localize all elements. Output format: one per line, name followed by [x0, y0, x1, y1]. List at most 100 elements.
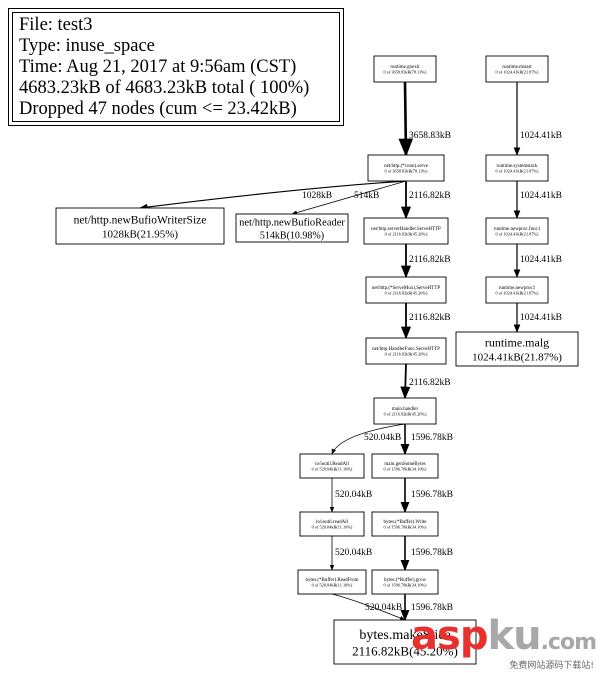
node-value-mux: 0 of 2116.82kB(45.20%) [385, 291, 428, 296]
node-value-writer: 1028kB(21.95%) [102, 229, 178, 241]
edge-label-newprocf1-newproc1: 1024.41kB [520, 255, 562, 265]
node-value-makeslice: 2116.82kB(45.20%) [352, 644, 458, 659]
node-name-shandler: net/http.serverHandler.ServeHTTP [371, 227, 441, 232]
node-box-serve [367, 154, 445, 182]
edge-label-genbytes-bwrite: 1596.78kB [411, 490, 453, 500]
node-value-newproc1: 0 of 1024.41kB(21.87%) [496, 291, 540, 296]
node-box-reader [235, 213, 349, 243]
node-name-readfrom: bytes.(*Buffer).ReadFrom [306, 578, 359, 583]
node-value-genbytes: 0 of 1596.78kB(34.10%) [384, 467, 428, 472]
node-writer: net/http.newBufioWriterSize1028kB(21.95%… [55, 207, 225, 245]
legend-dropped: Dropped 47 nodes (cum <= 23.42kB) [19, 99, 297, 119]
node-name-bwrite: bytes.(*Buffer).Write [383, 520, 427, 525]
edge-layer: 3658.83kB 1028kB 514kB 2116.82kB 2116.82kB 21… [139, 81, 562, 622]
node-name-makeslice: bytes.makeSlice [359, 628, 450, 643]
edge-label-goexit-serve: 3658.83kB [409, 131, 451, 141]
edge-hfunc-mainh [400, 363, 411, 400]
node-name-goexit: runtime.goexit [390, 65, 420, 70]
node-name-readall2: io/ioutil.readAll [316, 520, 349, 525]
node-box-mstart [485, 55, 549, 83]
node-name-newprocf1: runtime.newproc.func1 [494, 227, 541, 232]
node-box-mainh [373, 397, 437, 425]
watermark-brand-red: asp [411, 613, 488, 659]
node-value-serve: 0 of 3658.83kB(78.13%) [385, 169, 429, 174]
node-value-mainh: 0 of 2116.82kB(45.20%) [384, 412, 427, 417]
legend-file: File: test3 [19, 15, 93, 35]
edge-label-hfunc-mainh: 2116.82kB [409, 378, 451, 388]
edge-label-mstart-systemstack: 1024.41kB [520, 131, 562, 141]
node-box-genbytes [371, 453, 439, 479]
node-box-goexit [373, 55, 437, 83]
node-name-malg: runtime.malg [485, 335, 549, 349]
node-name-mux: net/http.(*ServeMux).ServeHTTP [372, 286, 441, 291]
edge-label-systemstack-newprocf1: 1024.41kB [520, 191, 562, 201]
legend-time: Time: Aug 21, 2017 at 9:56am (CST) [19, 57, 297, 77]
node-box-grow [371, 569, 439, 595]
node-name-genbytes: main.genSomeBytes [384, 462, 425, 467]
node-box-makeslice [333, 619, 477, 665]
node-box-malg [455, 331, 579, 367]
node-name-newproc1: runtime.newproc1 [499, 286, 536, 291]
edge-serve-reader [291, 180, 407, 215]
node-value-malg: 1024.41kB(21.87%) [472, 352, 562, 364]
node-value-mstart: 0 of 1024.41kB(21.87%) [496, 70, 540, 75]
edge-label-shandler-mux: 2116.82kB [409, 255, 451, 265]
edge-label-mainh-genbytes: 1596.78kB [411, 433, 453, 443]
node-box-bwrite [371, 511, 439, 537]
watermark-brand-suffix: .com [540, 630, 597, 655]
node-name-reader: net/http.newBufioReader [239, 218, 345, 229]
node-name-serve: net/http.(*conn).serve [384, 164, 429, 169]
node-box-hfunc [365, 337, 447, 365]
edge-label-mux-hfunc: 2116.82kB [409, 313, 451, 323]
node-value-shandler: 0 of 2116.82kB(45.20%) [385, 232, 428, 237]
edge-label-readall2-readfrom: 520.04kB [335, 548, 372, 558]
edge-goexit-serve [398, 81, 414, 157]
edge-mainh-readall [331, 423, 406, 455]
watermark-logo: aspku.com [411, 613, 597, 659]
node-box-readall [299, 453, 365, 479]
legend-total: 4683.23kB of 4683.23kB total ( 100%) [19, 78, 310, 98]
node-value-systemstack: 0 of 1024.41kB(21.87%) [496, 169, 540, 174]
edge-serve-writer [139, 180, 407, 211]
node-name-grow: bytes.(*Buffer).grow [384, 578, 427, 583]
node-value-readfrom: 0 of 520.04kB(11.10%) [312, 583, 353, 588]
node-value-goexit: 0 of 3658.83kB(78.13%) [384, 70, 428, 75]
node-name-systemstack: runtime.systemstack [497, 164, 538, 169]
node-name-mainh: main.handler [392, 407, 419, 412]
node-box-mux [365, 276, 447, 304]
legend-inner: File: test3 Type: inuse_space Time: Aug … [12, 12, 340, 122]
node-value-reader: 514kB(10.98%) [260, 231, 324, 242]
node-name-mstart: runtime.mstart [502, 65, 532, 70]
edge-label-serve-writer: 1028kB [302, 191, 332, 201]
edge-label-mainh-readall: 520.04kB [364, 433, 401, 443]
node-malg: runtime.malg 1024.41kB(21.87%) [455, 331, 579, 367]
node-value-bwrite: 0 of 1596.78kB(34.10%) [384, 525, 428, 530]
watermark-brand-gray: ku [487, 613, 541, 659]
edge-readfrom-makeslice [331, 593, 406, 621]
node-value-hfunc: 0 of 2116.82kB(45.20%) [385, 352, 428, 357]
edge-label-readfrom-makeslice: 520.04kB [365, 603, 402, 613]
legend-type: Type: inuse_space [19, 36, 155, 56]
node-box-newprocf1 [485, 217, 549, 245]
node-name-readall: io/ioutil.ReadAll [315, 462, 349, 467]
node-value-readall2: 0 of 520.04kB(11.10%) [312, 525, 353, 530]
node-value-readall: 0 of 520.04kB(11.10%) [312, 467, 353, 472]
legend-box: File: test3 Type: inuse_space Time: Aug … [8, 8, 344, 126]
edge-label-serve-shandler: 2116.82kB [409, 191, 451, 201]
edge-label-bwrite-grow: 1596.78kB [411, 548, 453, 558]
edge-label-serve-reader: 514kB [354, 191, 379, 201]
edge-label-newproc1-malg: 1024.41kB [520, 313, 562, 323]
node-box-systemstack [485, 154, 549, 182]
